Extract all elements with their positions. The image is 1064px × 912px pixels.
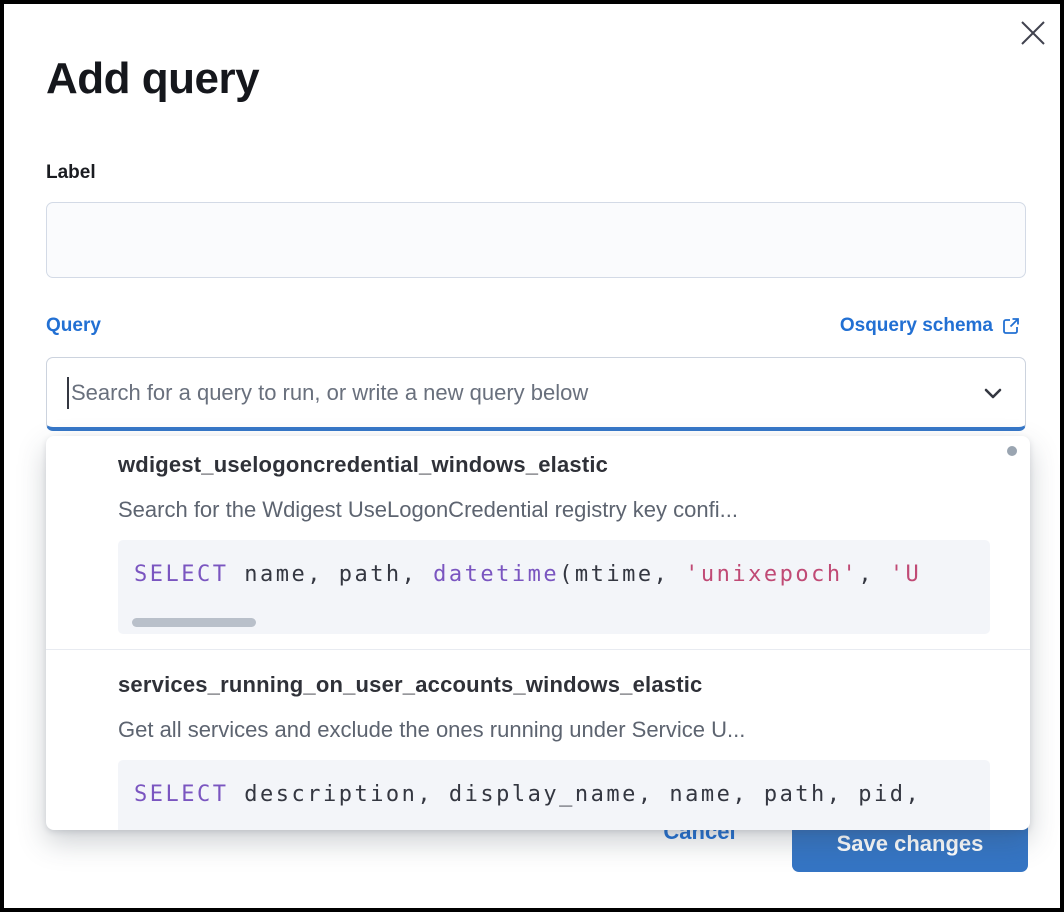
query-option-description: Get all services and exclude the ones ru… (118, 717, 746, 742)
osquery-schema-link[interactable]: Osquery schema (840, 315, 1021, 337)
query-field-label: Query (46, 315, 101, 336)
external-link-icon (1001, 316, 1021, 336)
query-combobox[interactable]: Search for a query to run, or write a ne… (46, 357, 1026, 431)
chevron-down-icon[interactable] (981, 381, 1005, 405)
query-option[interactable]: services_running_on_user_accounts_window… (118, 672, 990, 830)
option-divider (46, 649, 1030, 650)
sql-code: SELECT name, path, datetime(mtime, 'unix… (134, 562, 922, 587)
close-icon[interactable] (1018, 18, 1048, 48)
query-combobox-placeholder: Search for a query to run, or write a ne… (71, 379, 589, 405)
query-option-code-block: SELECT description, display_name, name, … (118, 760, 990, 830)
label-field-label: Label (46, 162, 96, 183)
label-input[interactable] (46, 202, 1026, 278)
query-option-description: Search for the Wdigest UseLogonCredentia… (118, 497, 738, 522)
osquery-schema-link-label: Osquery schema (839, 315, 993, 336)
query-option-code-block: SELECT name, path, datetime(mtime, 'unix… (118, 540, 990, 634)
horizontal-scrollbar-thumb[interactable] (132, 618, 256, 627)
sql-code: SELECT description, display_name, name, … (134, 782, 922, 807)
page-title: Add query (46, 54, 260, 103)
vertical-scrollbar-thumb[interactable] (1007, 446, 1017, 456)
query-suggestions-dropdown: wdigest_uselogoncredential_windows_elast… (46, 436, 1030, 830)
query-option-title[interactable]: services_running_on_user_accounts_window… (118, 672, 703, 697)
query-option-title[interactable]: wdigest_uselogoncredential_windows_elast… (118, 452, 609, 477)
text-cursor (67, 376, 69, 409)
query-option[interactable]: wdigest_uselogoncredential_windows_elast… (118, 452, 990, 634)
